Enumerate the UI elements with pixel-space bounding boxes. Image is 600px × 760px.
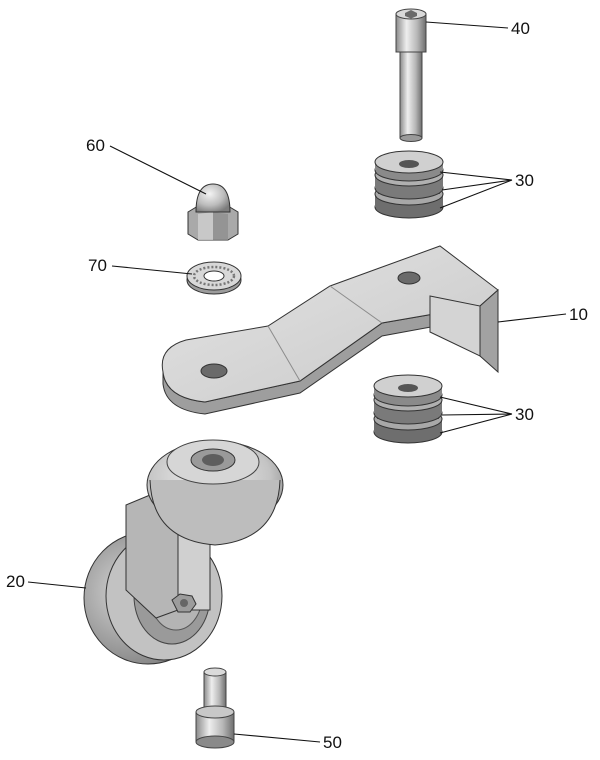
label-50: 50 bbox=[323, 733, 342, 752]
label-30-upper: 30 bbox=[515, 171, 534, 190]
leader-30-upper-b bbox=[441, 179, 513, 191]
leader-30-upper-a bbox=[439, 171, 513, 181]
label-10: 10 bbox=[569, 305, 588, 324]
leader-30-upper-c bbox=[439, 179, 513, 209]
callout-labels: 40 30 60 70 10 30 20 50 bbox=[6, 19, 588, 752]
label-30-lower: 30 bbox=[515, 405, 534, 424]
leader-40 bbox=[425, 21, 509, 29]
leader-lines bbox=[27, 21, 567, 743]
leader-30-lower-c bbox=[439, 413, 513, 434]
label-20: 20 bbox=[6, 572, 25, 591]
bracket-part bbox=[161, 245, 499, 415]
label-40: 40 bbox=[511, 19, 530, 38]
leader-50 bbox=[233, 733, 321, 743]
leader-30-lower-a bbox=[439, 396, 513, 415]
cap-nut-part bbox=[187, 183, 239, 241]
leader-60 bbox=[109, 145, 207, 195]
caster-wheel-part bbox=[83, 439, 284, 665]
label-70: 70 bbox=[88, 256, 107, 275]
rubber-buffer-upper-part bbox=[374, 150, 444, 219]
leader-30-lower-b bbox=[441, 413, 513, 416]
lock-washer-part bbox=[186, 261, 242, 295]
label-60: 60 bbox=[86, 136, 105, 155]
bolt-top-part bbox=[395, 8, 427, 142]
leader-10 bbox=[497, 313, 567, 323]
leader-20 bbox=[27, 581, 87, 589]
leader-70 bbox=[111, 265, 193, 275]
bolt-bottom-part bbox=[195, 667, 235, 749]
rubber-buffer-lower-part bbox=[373, 374, 443, 444]
